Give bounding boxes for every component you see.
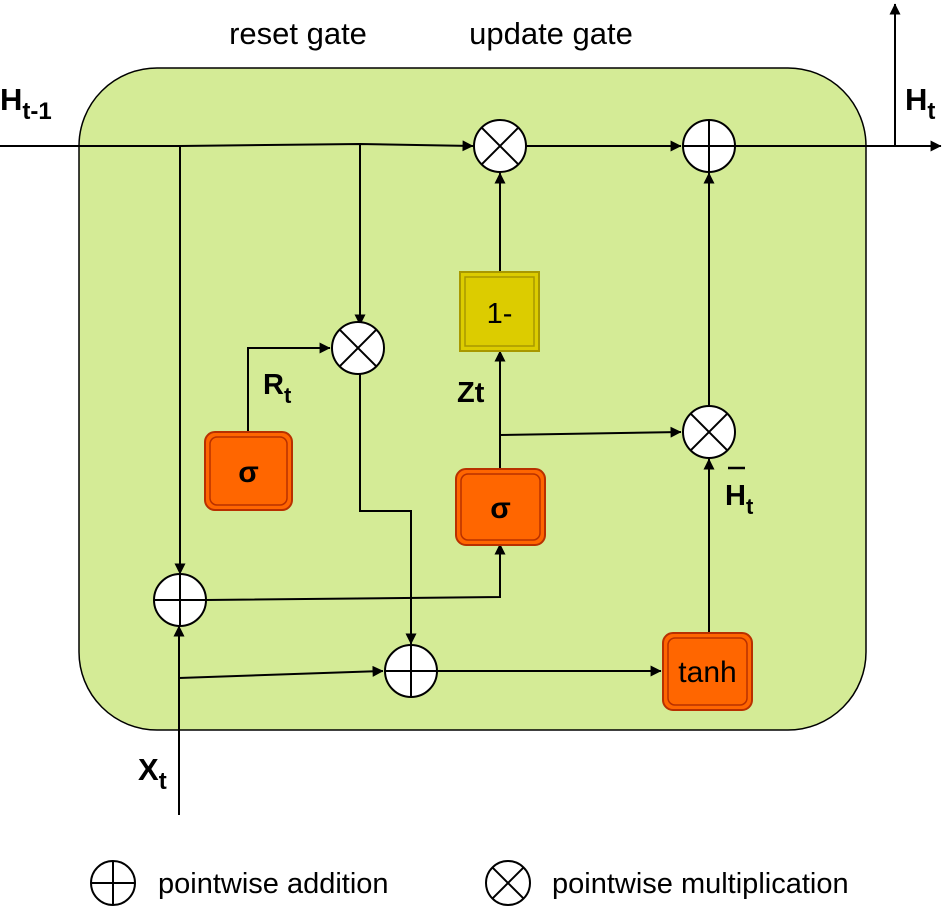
connection-wires: [0, 3, 942, 815]
legend-multiplication-icon: [485, 860, 531, 906]
add-op-left: [153, 573, 207, 627]
r-label: Rt: [263, 369, 292, 408]
svg-text:σ: σ: [490, 492, 511, 525]
legend: pointwise addition pointwise multiplicat…: [90, 860, 849, 906]
z-label: Zt: [457, 377, 485, 409]
svg-text:σ: σ: [238, 456, 259, 489]
add-op-bottom: [384, 644, 438, 698]
sigma-update-block: σ: [455, 468, 546, 546]
h-out-label: Ht: [905, 82, 935, 125]
reset-gate-label: reset gate: [229, 16, 367, 51]
x-label: Xt: [138, 752, 167, 795]
tanh-block: tanh: [662, 632, 753, 711]
legend-addition-label: pointwise addition: [158, 868, 389, 900]
svg-text:1-: 1-: [487, 298, 513, 330]
legend-addition-icon: [90, 860, 136, 906]
multiply-op-top: [473, 119, 527, 173]
gru-cell-box: [78, 67, 867, 731]
sigma-reset-block: σ: [204, 431, 293, 511]
h-candidate-label: Ht: [725, 466, 754, 519]
legend-multiplication-label: pointwise multiplication: [552, 868, 849, 900]
add-op-top: [682, 119, 736, 173]
update-gate-label: update gate: [469, 16, 633, 51]
multiply-op-reset: [331, 321, 385, 375]
h-prev-label: Ht-1: [0, 82, 52, 125]
svg-text:Ht: Ht: [725, 480, 754, 519]
one-minus-block: 1-: [459, 271, 540, 352]
svg-text:tanh: tanh: [678, 656, 736, 689]
multiply-op-candidate: [682, 405, 736, 459]
